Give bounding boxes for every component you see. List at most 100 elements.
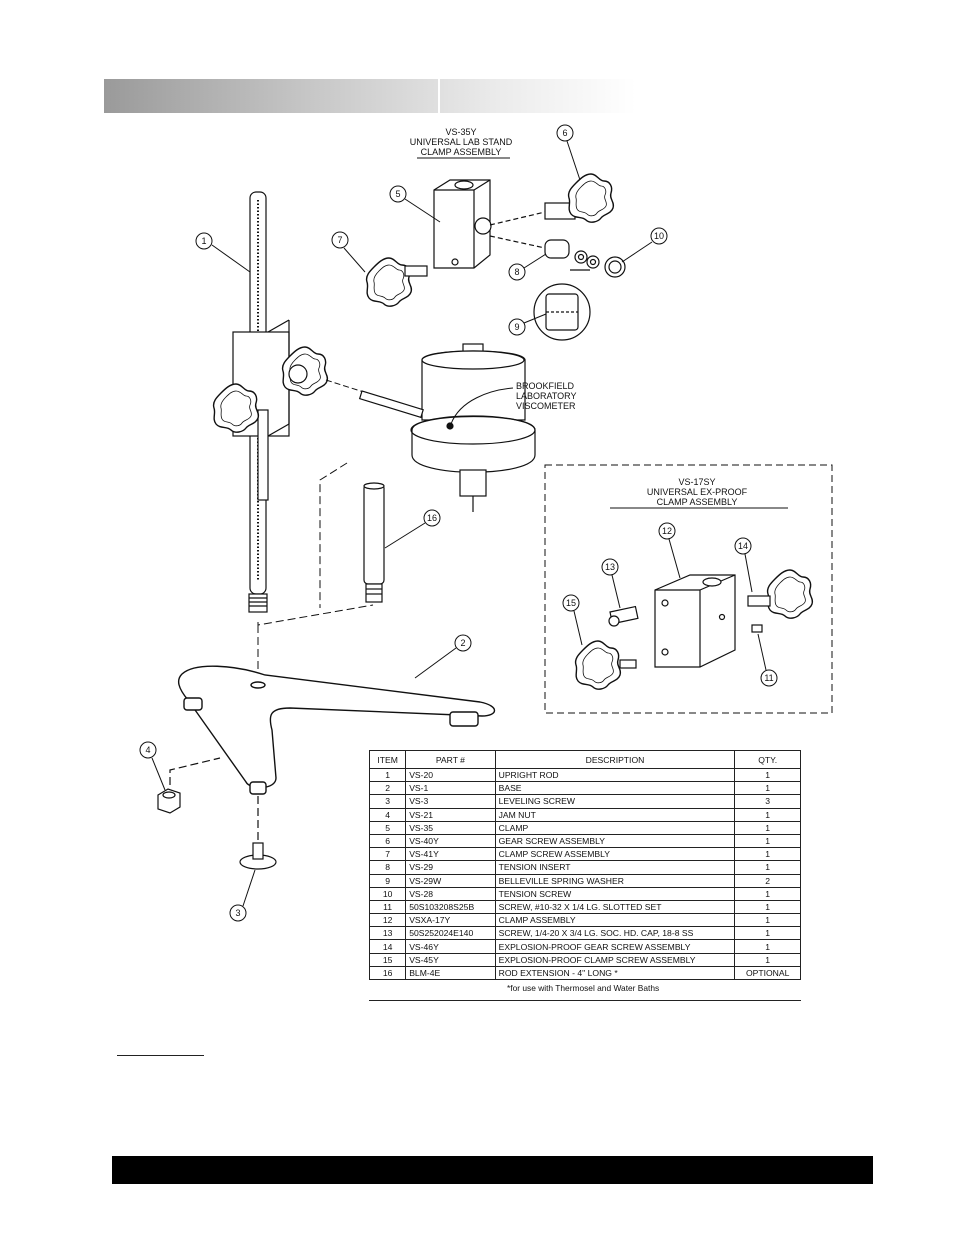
cell-item: 1 [368,767,407,783]
vs17sy-title-line3: CLAMP ASSEMBLY [657,497,738,507]
svg-text:4: 4 [145,745,150,755]
cell-part: VSXA-17Y [405,913,496,928]
col-header-qty: QTY. [734,750,801,769]
cell-qty: 1 [734,886,801,901]
svg-text:10: 10 [654,231,664,241]
cell-description: LEVELING SCREW [494,794,736,809]
ex-proof-clamp [574,569,814,690]
parts-table-header-row: ITEM PART # DESCRIPTION QTY. [368,750,801,769]
base [177,665,496,795]
cell-qty: 1 [734,847,801,862]
col-header-item: ITEM [368,750,407,769]
cell-part: VS-28 [405,886,496,901]
cell-item: 14 [368,939,407,954]
cell-description: BASE [494,781,736,796]
cell-item: 7 [368,847,407,862]
cell-part: BLM-4E [405,965,496,981]
cell-qty: 1 [734,899,801,915]
table-footnote: *for use with Thermosel and Water Baths [507,983,660,993]
cell-item: 12 [368,913,407,928]
clamp-vs35 [433,179,492,269]
col-header-part: PART # [405,750,496,769]
vs35y-title-line3: CLAMP ASSEMBLY [421,147,502,157]
cell-part: VS-20 [405,767,496,783]
viscometer-label-line3: VISCOMETER [516,401,576,411]
callouts: 1 2 3 4 5 6 7 8 9 10 11 12 13 14 15 16 [139,124,778,922]
cell-description: SCREW, #10-32 X 1/4 LG. SLOTTED SET [494,899,736,915]
vs17sy-title: VS-17SY UNIVERSAL EX-PROOF CLAMP ASSEMBL… [610,477,788,509]
callout-16: 16 [384,509,441,549]
cell-description: TENSION SCREW [494,886,736,901]
jam-nut [157,757,221,814]
viscometer-body [358,343,536,512]
callout-15: 15 [562,594,583,646]
cell-qty: 1 [734,952,801,967]
cell-item: 3 [368,794,407,809]
cell-qty: 1 [734,767,801,783]
svg-text:13: 13 [605,562,615,572]
footer-black-band [112,1156,873,1184]
cell-item: 13 [368,926,407,941]
cell-part: VS-29 [405,860,496,875]
svg-text:2: 2 [460,638,465,648]
svg-text:9: 9 [514,322,519,332]
callout-9: 9 [508,313,547,336]
cell-part: VS-40Y [405,833,496,849]
clamp-screw-assembly [365,257,428,307]
svg-text:11: 11 [764,673,773,683]
svg-text:3: 3 [235,908,240,918]
svg-text:16: 16 [427,513,437,523]
cell-description: CLAMP ASSEMBLY [494,913,736,928]
svg-text:14: 14 [738,541,748,551]
rod-extension [363,482,385,603]
cell-part: VS-29W [405,873,496,888]
cell-description: JAM NUT [494,807,736,822]
callout-5: 5 [389,185,441,223]
svg-text:8: 8 [514,267,519,277]
vs17sy-title-line1: VS-17SY [678,477,715,487]
callout-11: 11 [757,633,778,687]
callout-14: 14 [734,537,753,593]
cell-description: EXPLOSION-PROOF CLAMP SCREW ASSEMBLY [494,952,736,967]
cell-item: 5 [368,820,407,835]
callout-13: 13 [601,558,621,609]
callout-6: 6 [556,124,581,181]
cell-qty: 1 [734,860,801,875]
cell-qty: 1 [734,807,801,822]
cell-item: 10 [368,886,407,901]
cell-item: 4 [368,807,407,822]
leveling-screw [239,796,277,870]
callout-10: 10 [621,227,668,263]
svg-text:15: 15 [566,598,576,608]
cell-part: VS-3 [405,794,496,809]
viscometer-label-line1: BROOKFIELD [516,381,575,391]
cell-item: 2 [368,781,407,796]
cell-item: 8 [368,860,407,875]
cell-qty: 1 [734,833,801,849]
table-bottom-rule [369,1000,801,1001]
cell-item: 15 [368,952,407,967]
viscometer-label-line2: LABORATORY [516,391,577,401]
col-header-description: DESCRIPTION [494,750,736,769]
cell-part: 50S103208S25B [405,899,496,915]
cell-qty: 1 [734,820,801,835]
callout-12: 12 [658,522,681,579]
callout-1: 1 [195,232,251,273]
cell-qty: 3 [734,794,801,809]
cell-description: ROD EXTENSION - 4" LONG * [494,965,736,981]
svg-text:7: 7 [337,235,342,245]
